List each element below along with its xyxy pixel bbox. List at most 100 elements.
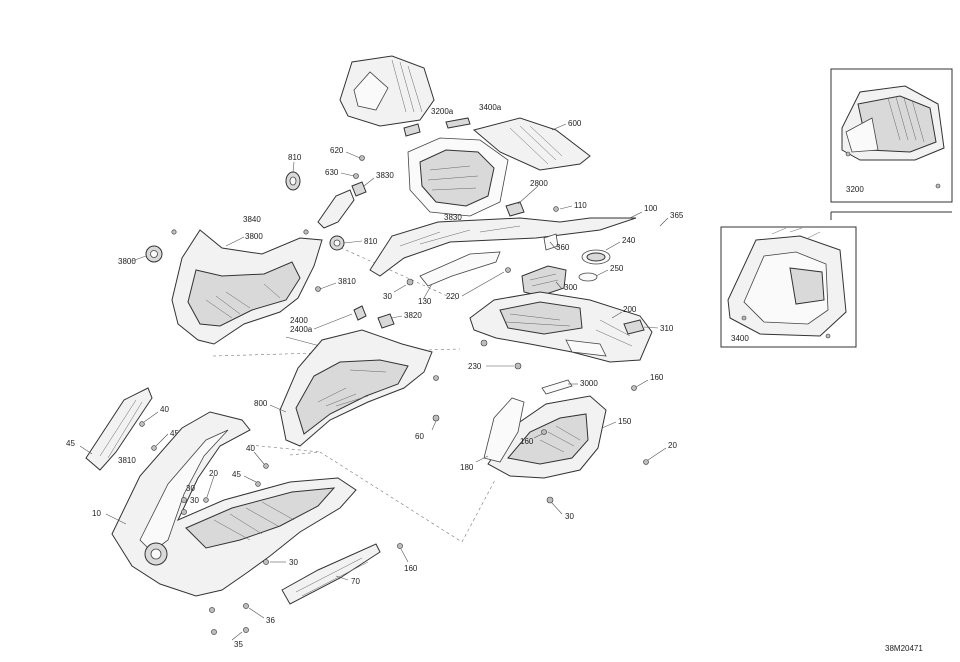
part-3400a-strip	[445, 117, 471, 129]
part-800-lower-headlight	[279, 329, 439, 447]
fastener-30c-2	[181, 509, 187, 515]
leader-20c	[206, 475, 215, 498]
leader-70	[335, 575, 349, 581]
callout-310: 310	[660, 324, 674, 333]
callout-230: 230	[468, 362, 482, 371]
fastener-230b	[514, 362, 522, 370]
part-310-plate	[623, 319, 645, 335]
part-130-duct	[419, 251, 501, 287]
leader-160c	[400, 548, 409, 563]
callout-30a: 30	[383, 292, 392, 301]
part-3820	[377, 313, 395, 329]
part-headlight-housing	[171, 229, 323, 345]
part-70-strip	[281, 543, 381, 605]
leader-40a	[143, 411, 159, 423]
callout-600: 600	[568, 119, 582, 128]
leader-2400a	[285, 336, 321, 347]
callout-240: 240	[622, 236, 636, 245]
callout-3800: 3800	[245, 232, 263, 241]
callout-3840: 3840	[243, 215, 261, 224]
leader-2400	[313, 313, 353, 330]
part-3830-clip	[351, 181, 367, 197]
callout-130: 130	[418, 297, 432, 306]
leader-40b	[253, 451, 265, 465]
drawing-number: 38M20471	[885, 644, 923, 653]
callout-3400a: 3400a	[479, 103, 502, 112]
leader-150	[601, 421, 617, 429]
leader-630	[340, 172, 355, 177]
part-240-ring	[581, 249, 611, 265]
fastener-30c	[181, 497, 187, 503]
leader-35	[231, 631, 243, 641]
callout-20b: 20	[668, 441, 677, 450]
callout-300: 300	[564, 283, 578, 292]
leader-110	[559, 205, 573, 210]
fastener-45a	[151, 445, 157, 451]
inset-3400-part	[727, 227, 847, 339]
callout-20a: 3810	[118, 456, 136, 465]
callout-3810a: 3810	[338, 277, 356, 286]
fastener-3810a	[315, 286, 321, 292]
callout-3810b: 60	[415, 432, 424, 441]
fastener-20c	[203, 497, 209, 503]
callout-70: 70	[351, 577, 360, 586]
callout-630: 630	[325, 168, 339, 177]
callout-60: 45	[66, 439, 75, 448]
leader-360	[549, 241, 557, 250]
leader-3820	[391, 315, 403, 319]
callout-3830a: 3830	[376, 171, 394, 180]
callout-30c-2: 30	[190, 496, 199, 505]
leader-810a	[292, 161, 295, 173]
callout-40a: 40	[160, 405, 169, 414]
callout-45a: 45	[170, 429, 179, 438]
fastener-40a	[139, 421, 145, 427]
callout-160c: 160	[404, 564, 418, 573]
callout-810a: 810	[288, 153, 302, 162]
leader-220	[461, 271, 505, 297]
fastener-630	[353, 173, 359, 179]
part-150-side-panel	[487, 395, 607, 479]
assembly-line-3	[461, 479, 496, 543]
leader-365	[659, 217, 669, 227]
callout-20c: 20	[209, 469, 218, 478]
leader-300	[555, 281, 563, 290]
part-810-grommet-a	[285, 171, 301, 191]
part-2800	[505, 201, 525, 217]
part-gauge-switch	[521, 265, 567, 297]
callout-160a: 160	[650, 373, 664, 382]
leader-30a	[393, 284, 407, 293]
part-360-clip	[543, 233, 559, 251]
part-2400-clip	[353, 305, 367, 321]
leader-620	[345, 151, 361, 159]
leader-45a	[155, 433, 169, 447]
callout-200: 200	[623, 305, 637, 314]
callout-3000: 3000	[580, 379, 598, 388]
fastener-20b	[643, 459, 649, 465]
callout-3830b: 3830	[444, 213, 462, 222]
callout-30c: 30	[186, 484, 195, 493]
part-windshield-frame	[407, 137, 509, 217]
callout-365: 365	[670, 211, 684, 220]
callout-3400: 3400	[731, 334, 749, 343]
part-810-grommet-b	[145, 245, 163, 263]
callout-45b: 45	[232, 470, 241, 479]
part-top-cover	[339, 55, 435, 127]
fastener-35b	[211, 629, 217, 635]
part-upper-crossbar	[369, 217, 637, 277]
part-3200a-bracket	[403, 123, 421, 137]
fastener-30d	[263, 559, 269, 565]
fastener-35a	[209, 607, 215, 613]
fastener-40b	[263, 463, 269, 469]
callout-3200: 3200	[846, 185, 864, 194]
callout-40b: 40	[246, 444, 255, 453]
fastener-160b	[541, 429, 547, 435]
leader-20b	[647, 447, 667, 461]
fastener-3810b	[432, 414, 440, 422]
fastener-620	[359, 155, 365, 161]
callout-30d: 30	[289, 558, 298, 567]
leader-3810a	[319, 282, 337, 290]
part-10-hood	[111, 411, 357, 597]
leader-45b	[243, 475, 257, 483]
